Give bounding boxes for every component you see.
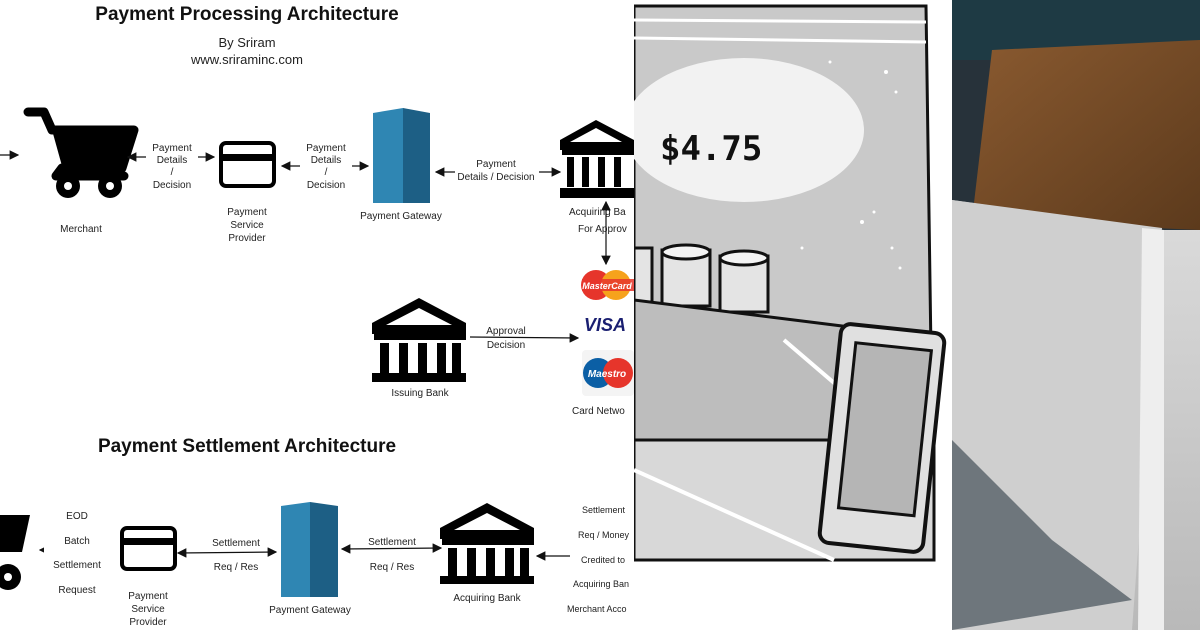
svg-text:/: / <box>171 167 174 178</box>
sparkle-dots <box>800 60 902 270</box>
settlement-psp-label-line1: Payment <box>128 591 168 602</box>
svg-text:Decision: Decision <box>487 340 525 351</box>
settlement-network-note: Settlement Req / Money Credited to Acqui… <box>567 505 630 614</box>
svg-text:Details / Decision: Details / Decision <box>457 172 534 183</box>
svg-text:Settlement: Settlement <box>53 560 101 571</box>
card-network-label: Card Netwo <box>572 406 625 417</box>
svg-text:Maestro: Maestro <box>588 369 626 380</box>
processing-byline: By Sriram <box>218 35 275 50</box>
svg-text:Decision: Decision <box>307 180 345 191</box>
wooden-surface <box>972 40 1200 230</box>
svg-text:Req / Res: Req / Res <box>370 562 414 573</box>
settlement-credit-card-icon <box>120 526 177 571</box>
visa-logo-icon: VISA <box>584 315 626 335</box>
gateway-label: Payment Gateway <box>360 211 442 222</box>
svg-text:Approval: Approval <box>486 326 525 337</box>
maestro-logo-icon: Maestro <box>582 350 634 396</box>
psp-label-line1: Payment <box>227 207 267 218</box>
settlement-gateway-acquiring-link-label: Settlement Req / Res <box>368 537 416 573</box>
issuing-network-arrow <box>469 333 580 343</box>
svg-text:Decision: Decision <box>153 180 191 191</box>
comic-illustration: $4.75 <box>634 0 952 630</box>
settlement-gateway-acquiring-arrow <box>340 543 443 554</box>
settlement-psp-gateway-link-label: Settlement Req / Res <box>212 538 260 573</box>
svg-text:Settlement: Settlement <box>212 538 260 549</box>
svg-text:Merchant Acco: Merchant Acco <box>567 604 627 614</box>
settlement-acquiring-bank-icon <box>440 503 534 584</box>
svg-text:Payment: Payment <box>306 143 346 154</box>
settlement-acquiring-bank-label: Acquiring Bank <box>453 593 521 604</box>
mastercard-logo-icon: MasterCard <box>581 270 634 300</box>
svg-text:Acquiring Ban: Acquiring Ban <box>573 579 629 589</box>
settlement-psp-label-line2: Service <box>131 604 165 615</box>
issuing-network-link-label: Approval Decision <box>486 326 525 351</box>
processing-website: www.sriraminc.com <box>190 52 303 67</box>
svg-text:Details: Details <box>157 155 188 166</box>
svg-text:Req / Money: Req / Money <box>578 530 630 540</box>
svg-text:Req / Res: Req / Res <box>214 562 258 573</box>
gateway-acquiring-link-label: Payment Details / Decision <box>455 156 539 184</box>
svg-text:Batch: Batch <box>64 536 90 547</box>
svg-text:Request: Request <box>58 585 95 596</box>
partial-cart-icon <box>0 515 30 590</box>
svg-text:Settlement: Settlement <box>368 537 416 548</box>
price-speech-bubble <box>634 58 864 202</box>
acquiring-bank-label: Acquiring Ba <box>569 207 626 218</box>
card-reader-icon <box>817 322 947 554</box>
payment-gateway-server-icon <box>373 108 430 203</box>
svg-text:Payment: Payment <box>152 143 192 154</box>
eod-request-label: EOD Batch Settlement Request <box>44 511 110 596</box>
for-approval-label: For Approv <box>578 224 627 235</box>
issuing-bank-icon <box>372 298 466 382</box>
shopping-cart-icon <box>23 107 139 198</box>
svg-text:/: / <box>325 167 328 178</box>
issuing-bank-label: Issuing Bank <box>391 388 449 399</box>
credit-card-icon <box>219 141 276 188</box>
settlement-psp-gateway-arrow <box>176 547 278 558</box>
merchant-psp-link-label: Payment Details / Decision <box>146 140 198 192</box>
svg-text:Payment: Payment <box>476 159 516 170</box>
merchant-label: Merchant <box>60 224 102 235</box>
architecture-diagram: Payment Processing Architecture By Srira… <box>0 4 634 628</box>
svg-text:MasterCard: MasterCard <box>582 281 632 291</box>
svg-text:Details: Details <box>311 155 342 166</box>
svg-text:Credited to: Credited to <box>581 555 625 565</box>
settlement-psp-label-line3: Provider <box>129 617 167 628</box>
processing-title: Payment Processing Architecture <box>95 4 398 25</box>
psp-label-line3: Provider <box>228 233 266 244</box>
settlement-gateway-server-icon <box>281 502 338 597</box>
psp-label-line2: Service <box>230 220 264 231</box>
price-text: $4.75 <box>660 129 762 169</box>
svg-text:EOD: EOD <box>66 511 88 522</box>
psp-gateway-link-label: Payment Details / Decision <box>300 140 352 192</box>
svg-text:Settlement: Settlement <box>582 505 626 515</box>
settlement-gateway-label: Payment Gateway <box>269 605 351 616</box>
acquiring-bank-icon <box>560 120 634 198</box>
photo-panel <box>952 0 1200 630</box>
settlement-title: Payment Settlement Architecture <box>98 436 396 457</box>
